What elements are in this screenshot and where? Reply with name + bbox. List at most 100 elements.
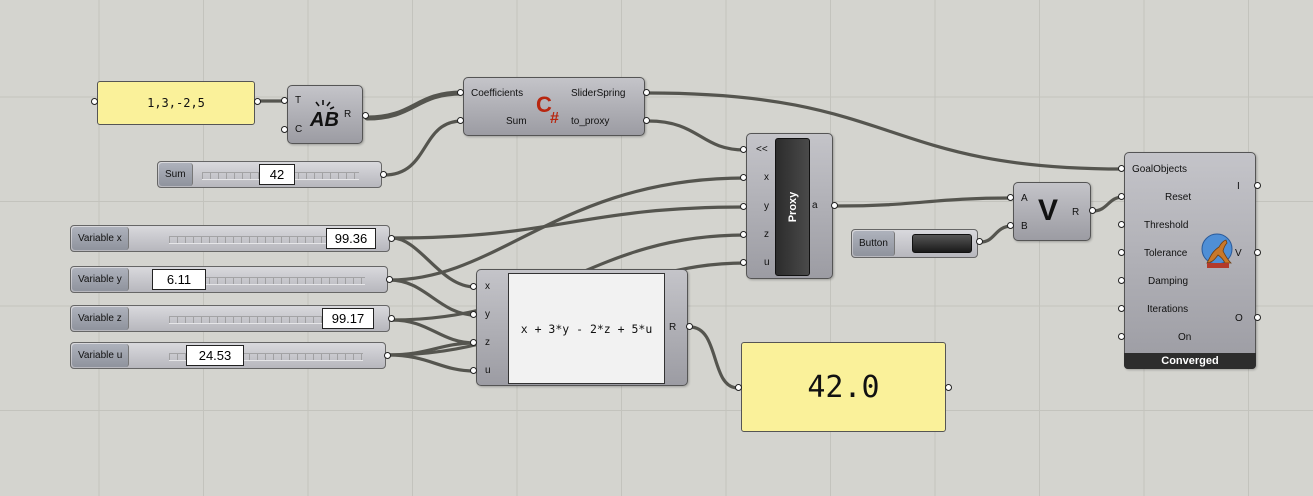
expr-port-x[interactable] xyxy=(470,283,477,290)
solver-output-i: I xyxy=(1237,181,1240,192)
script-port-to-proxy[interactable] xyxy=(643,117,650,124)
wire-u-to-expr xyxy=(386,353,477,373)
solver-status-text: Converged xyxy=(1161,355,1219,367)
kangaroo-icon xyxy=(1201,233,1233,268)
proxy-input-back: << xyxy=(756,144,768,155)
button-component[interactable]: Button xyxy=(851,229,978,258)
solver-port-reset[interactable] xyxy=(1118,193,1125,200)
slider-z-track[interactable] xyxy=(169,315,367,324)
expr-port-r[interactable] xyxy=(686,323,693,330)
script-output-sliderspring: SliderSpring xyxy=(571,88,626,99)
slider-variable-x[interactable]: Variable x 99.36 xyxy=(70,225,390,252)
concat-port-r[interactable] xyxy=(362,112,369,119)
solver-output-o: O xyxy=(1235,313,1243,324)
slider-x-name: Variable x xyxy=(72,227,129,250)
proxy-input-x: x xyxy=(764,172,769,183)
proxy-port-u[interactable] xyxy=(740,259,747,266)
solver-input-iterations: Iterations xyxy=(1147,304,1189,315)
expr-port-y[interactable] xyxy=(470,311,477,318)
slider-y-track[interactable] xyxy=(169,276,365,285)
expression-editor[interactable]: x + 3*y - 2*z + 5*u xyxy=(508,273,665,384)
script-port-sliderspring[interactable] xyxy=(643,89,650,96)
solver-port-iterations[interactable] xyxy=(1118,305,1125,312)
svg-text:#: # xyxy=(550,110,559,124)
csharp-script-component[interactable]: Coefficients Sum SliderSpring to_proxy C… xyxy=(463,77,645,136)
merge-port-a[interactable] xyxy=(1007,194,1014,201)
concat-port-t[interactable] xyxy=(281,97,288,104)
proxy-title-bar: Proxy xyxy=(775,138,810,276)
result-panel[interactable]: 42.0 xyxy=(741,342,946,432)
expr-input-u: u xyxy=(485,365,491,376)
script-port-sum[interactable] xyxy=(457,117,464,124)
proxy-port-y[interactable] xyxy=(740,203,747,210)
svg-text:C: C xyxy=(536,92,552,117)
result-panel-input-port[interactable] xyxy=(735,384,742,391)
merge-input-a: A xyxy=(1021,193,1028,204)
proxy-port-a[interactable] xyxy=(831,202,838,209)
slider-u-track[interactable] xyxy=(169,352,363,361)
expr-port-z[interactable] xyxy=(470,339,477,346)
merge-port-b[interactable] xyxy=(1007,222,1014,229)
wire-y-to-proxy xyxy=(388,176,747,282)
slider-y-value[interactable]: 6.11 xyxy=(152,269,206,290)
solver-port-threshold[interactable] xyxy=(1118,221,1125,228)
text-ab-icon: AB xyxy=(309,100,339,131)
slider-variable-z[interactable]: Variable z 99.17 xyxy=(70,305,390,332)
wire-script-to-solver xyxy=(646,91,1125,171)
solver-output-v: V xyxy=(1235,248,1242,259)
concat-output-label: R xyxy=(344,109,352,120)
slider-x-value[interactable]: 99.36 xyxy=(326,228,376,249)
slider-sum-value[interactable]: 42 xyxy=(259,164,295,185)
slider-z-output-port[interactable] xyxy=(388,315,395,322)
slider-u-value[interactable]: 24.53 xyxy=(186,345,244,366)
result-panel-output-port[interactable] xyxy=(945,384,952,391)
solver-port-tolerance[interactable] xyxy=(1118,249,1125,256)
slider-u-output-port[interactable] xyxy=(384,352,391,359)
script-output-to-proxy: to_proxy xyxy=(571,116,610,127)
slider-y-output-port[interactable] xyxy=(386,276,393,283)
slider-sum[interactable]: Sum 42 xyxy=(157,161,382,188)
script-port-coefficients[interactable] xyxy=(457,89,464,96)
text-panel-input-port[interactable] xyxy=(91,98,98,105)
script-input-coefficients: Coefficients xyxy=(471,88,524,99)
concat-port-c[interactable] xyxy=(281,126,288,133)
expression-component[interactable]: x y z u x + 3*y - 2*z + 5*u R xyxy=(476,269,688,386)
concatenate-component[interactable]: T C R AB xyxy=(287,85,363,144)
button-face[interactable] xyxy=(912,234,972,253)
slider-variable-y[interactable]: Variable y 6.11 xyxy=(70,266,388,293)
solver-port-v[interactable] xyxy=(1254,249,1261,256)
expr-output-r: R xyxy=(669,322,677,333)
solver-port-o[interactable] xyxy=(1254,314,1261,321)
proxy-input-u: u xyxy=(764,257,770,268)
text-panel[interactable]: 1,3,-2,5 xyxy=(97,81,255,125)
solver-port-damping[interactable] xyxy=(1118,277,1125,284)
kangaroo-solver-component[interactable]: GoalObjects Reset Threshold Tolerance Da… xyxy=(1124,152,1256,369)
solver-port-on[interactable] xyxy=(1118,333,1125,340)
proxy-port-x[interactable] xyxy=(740,174,747,181)
proxy-title: Proxy xyxy=(786,191,799,223)
solver-port-i[interactable] xyxy=(1254,182,1261,189)
solver-port-goalobjects[interactable] xyxy=(1118,165,1125,172)
slider-x-output-port[interactable] xyxy=(388,235,395,242)
slider-z-name: Variable z xyxy=(72,307,129,330)
slider-z-value[interactable]: 99.17 xyxy=(322,308,374,329)
slider-x-track[interactable] xyxy=(169,235,367,244)
expression-text: x + 3*y - 2*z + 5*u xyxy=(520,321,653,336)
wire-script-to-proxy xyxy=(646,119,747,152)
button-output-port[interactable] xyxy=(976,238,983,245)
merge-port-r[interactable] xyxy=(1089,207,1096,214)
solver-input-tolerance: Tolerance xyxy=(1144,248,1188,259)
proxy-port-z[interactable] xyxy=(740,231,747,238)
expr-port-u[interactable] xyxy=(470,367,477,374)
merge-component[interactable]: A B V R xyxy=(1013,182,1091,241)
text-panel-output-port[interactable] xyxy=(254,98,261,105)
solver-input-damping: Damping xyxy=(1148,276,1189,287)
proxy-component[interactable]: << x y z u Proxy a xyxy=(746,133,833,279)
expr-input-x: x xyxy=(485,281,490,292)
expr-input-y: y xyxy=(485,309,490,320)
wire-button-to-merge xyxy=(979,224,1014,244)
proxy-port-back[interactable] xyxy=(740,146,747,153)
slider-sum-output-port[interactable] xyxy=(380,171,387,178)
slider-variable-u[interactable]: Variable u 24.53 xyxy=(70,342,386,369)
concat-input-c-label: C xyxy=(295,124,303,135)
